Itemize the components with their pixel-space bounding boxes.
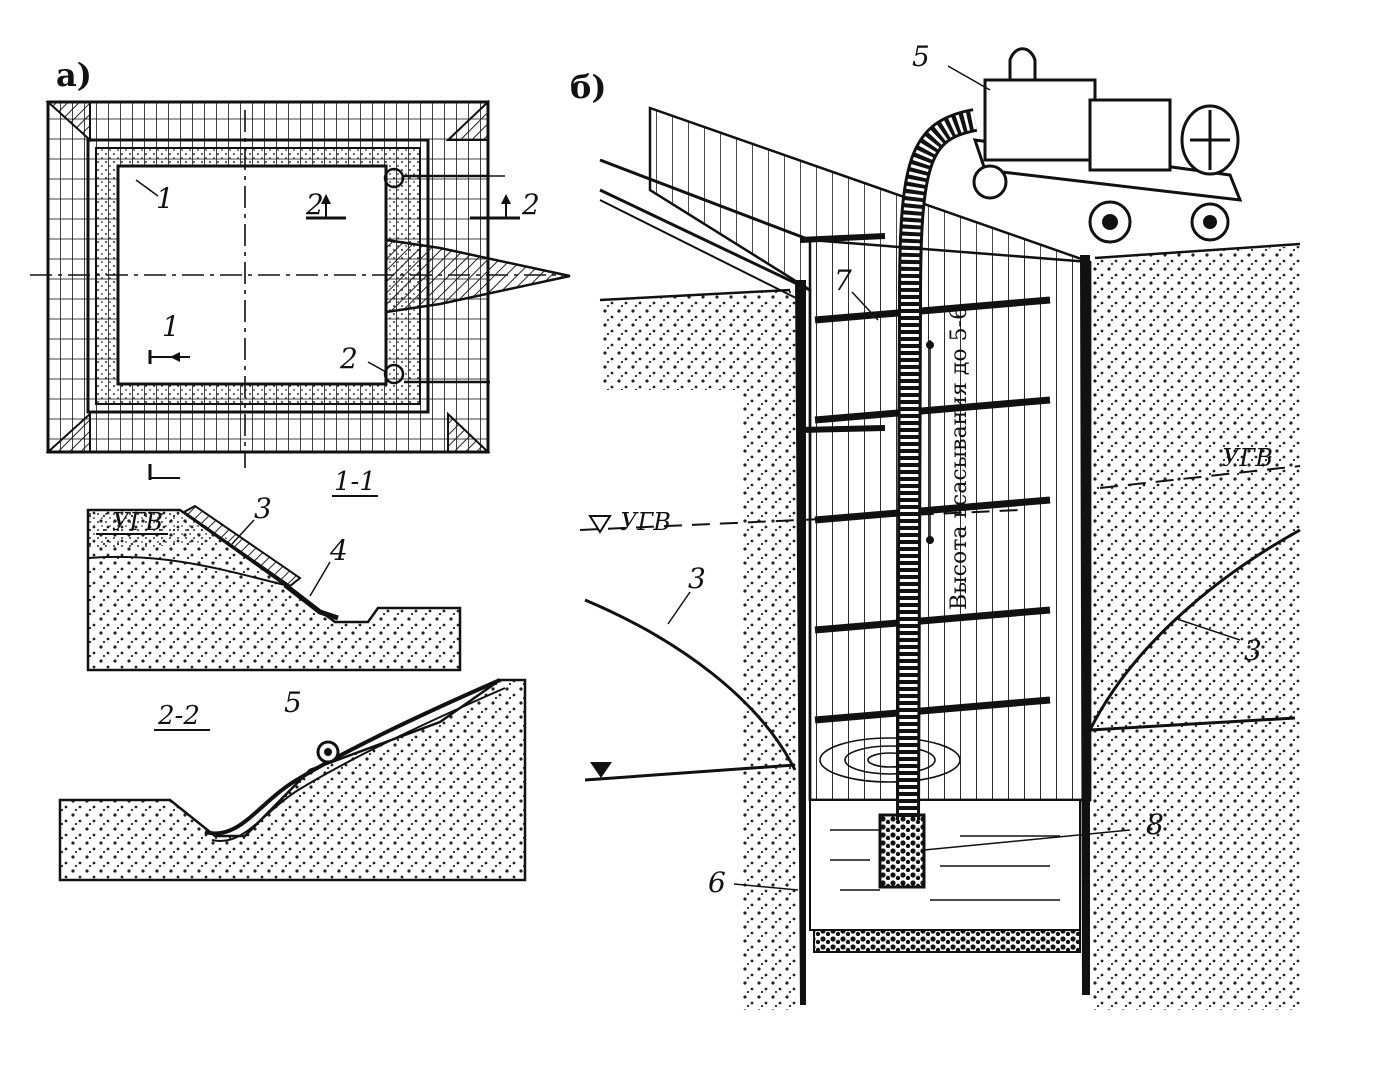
plan-callout-1-section: 1 [162,310,180,343]
suction-height-note: Высота всасывания до 5-6 [947,306,972,610]
plan-callout-2-sump: 2 [339,342,358,375]
callout-5-pump: 5 [912,40,930,73]
water-level-marker-low [590,762,612,778]
section-1-1-callout-3: 3 [254,492,272,525]
section-1-1-title: 1-1 [334,467,376,497]
water-level-left: УГВ [620,508,671,536]
suction-strainer [878,813,926,889]
section-2-2: 5 2-2 [58,678,527,882]
discharge-pipe [204,678,501,836]
drawdown-curve-left [584,598,797,771]
plan-view: 1 2 1 2 2 [30,99,571,480]
water-level-right: УГВ [1222,444,1273,472]
section-1-1: УГВ 3 4 1-1 [86,467,462,672]
sump-bottom [383,363,405,385]
soil-right [1090,246,1300,1010]
panel-a-label: а) [56,56,92,94]
callout-6-sheet-pile: 6 [708,866,726,899]
plan-callout-1-top: 1 [156,182,174,215]
section-1-1-soil [86,508,462,672]
callout-3-right: 3 [1244,634,1262,667]
section-2-2-callout-5: 5 [284,686,302,719]
pump-unit [972,47,1243,244]
callout-7-struts: 7 [834,264,852,297]
slope-protection [182,504,302,588]
soil-left [600,290,800,1010]
sump-top [383,167,405,189]
section-1-1-water-level: УГВ [112,508,163,536]
gravel-layer [813,929,1081,953]
drawdown-curve-right [1088,528,1301,731]
pit-isometric [579,47,1301,1010]
outlet-channel [384,238,571,314]
section-1-1-callout-4: 4 [329,534,348,567]
callout-3-left: 3 [688,562,706,595]
sheet-pile-left [795,280,806,1005]
plan-callout-2-section: 2 [305,188,324,221]
callout-8-strainer: 8 [1146,808,1164,841]
section-2-2-title: 2-2 [157,701,200,731]
struts [799,233,1051,724]
sheet-pile-right [1080,255,1090,995]
plan-callout-2-right: 2 [521,188,540,221]
panel-b-label: б) [570,68,606,106]
section-2-2-soil [58,678,527,882]
